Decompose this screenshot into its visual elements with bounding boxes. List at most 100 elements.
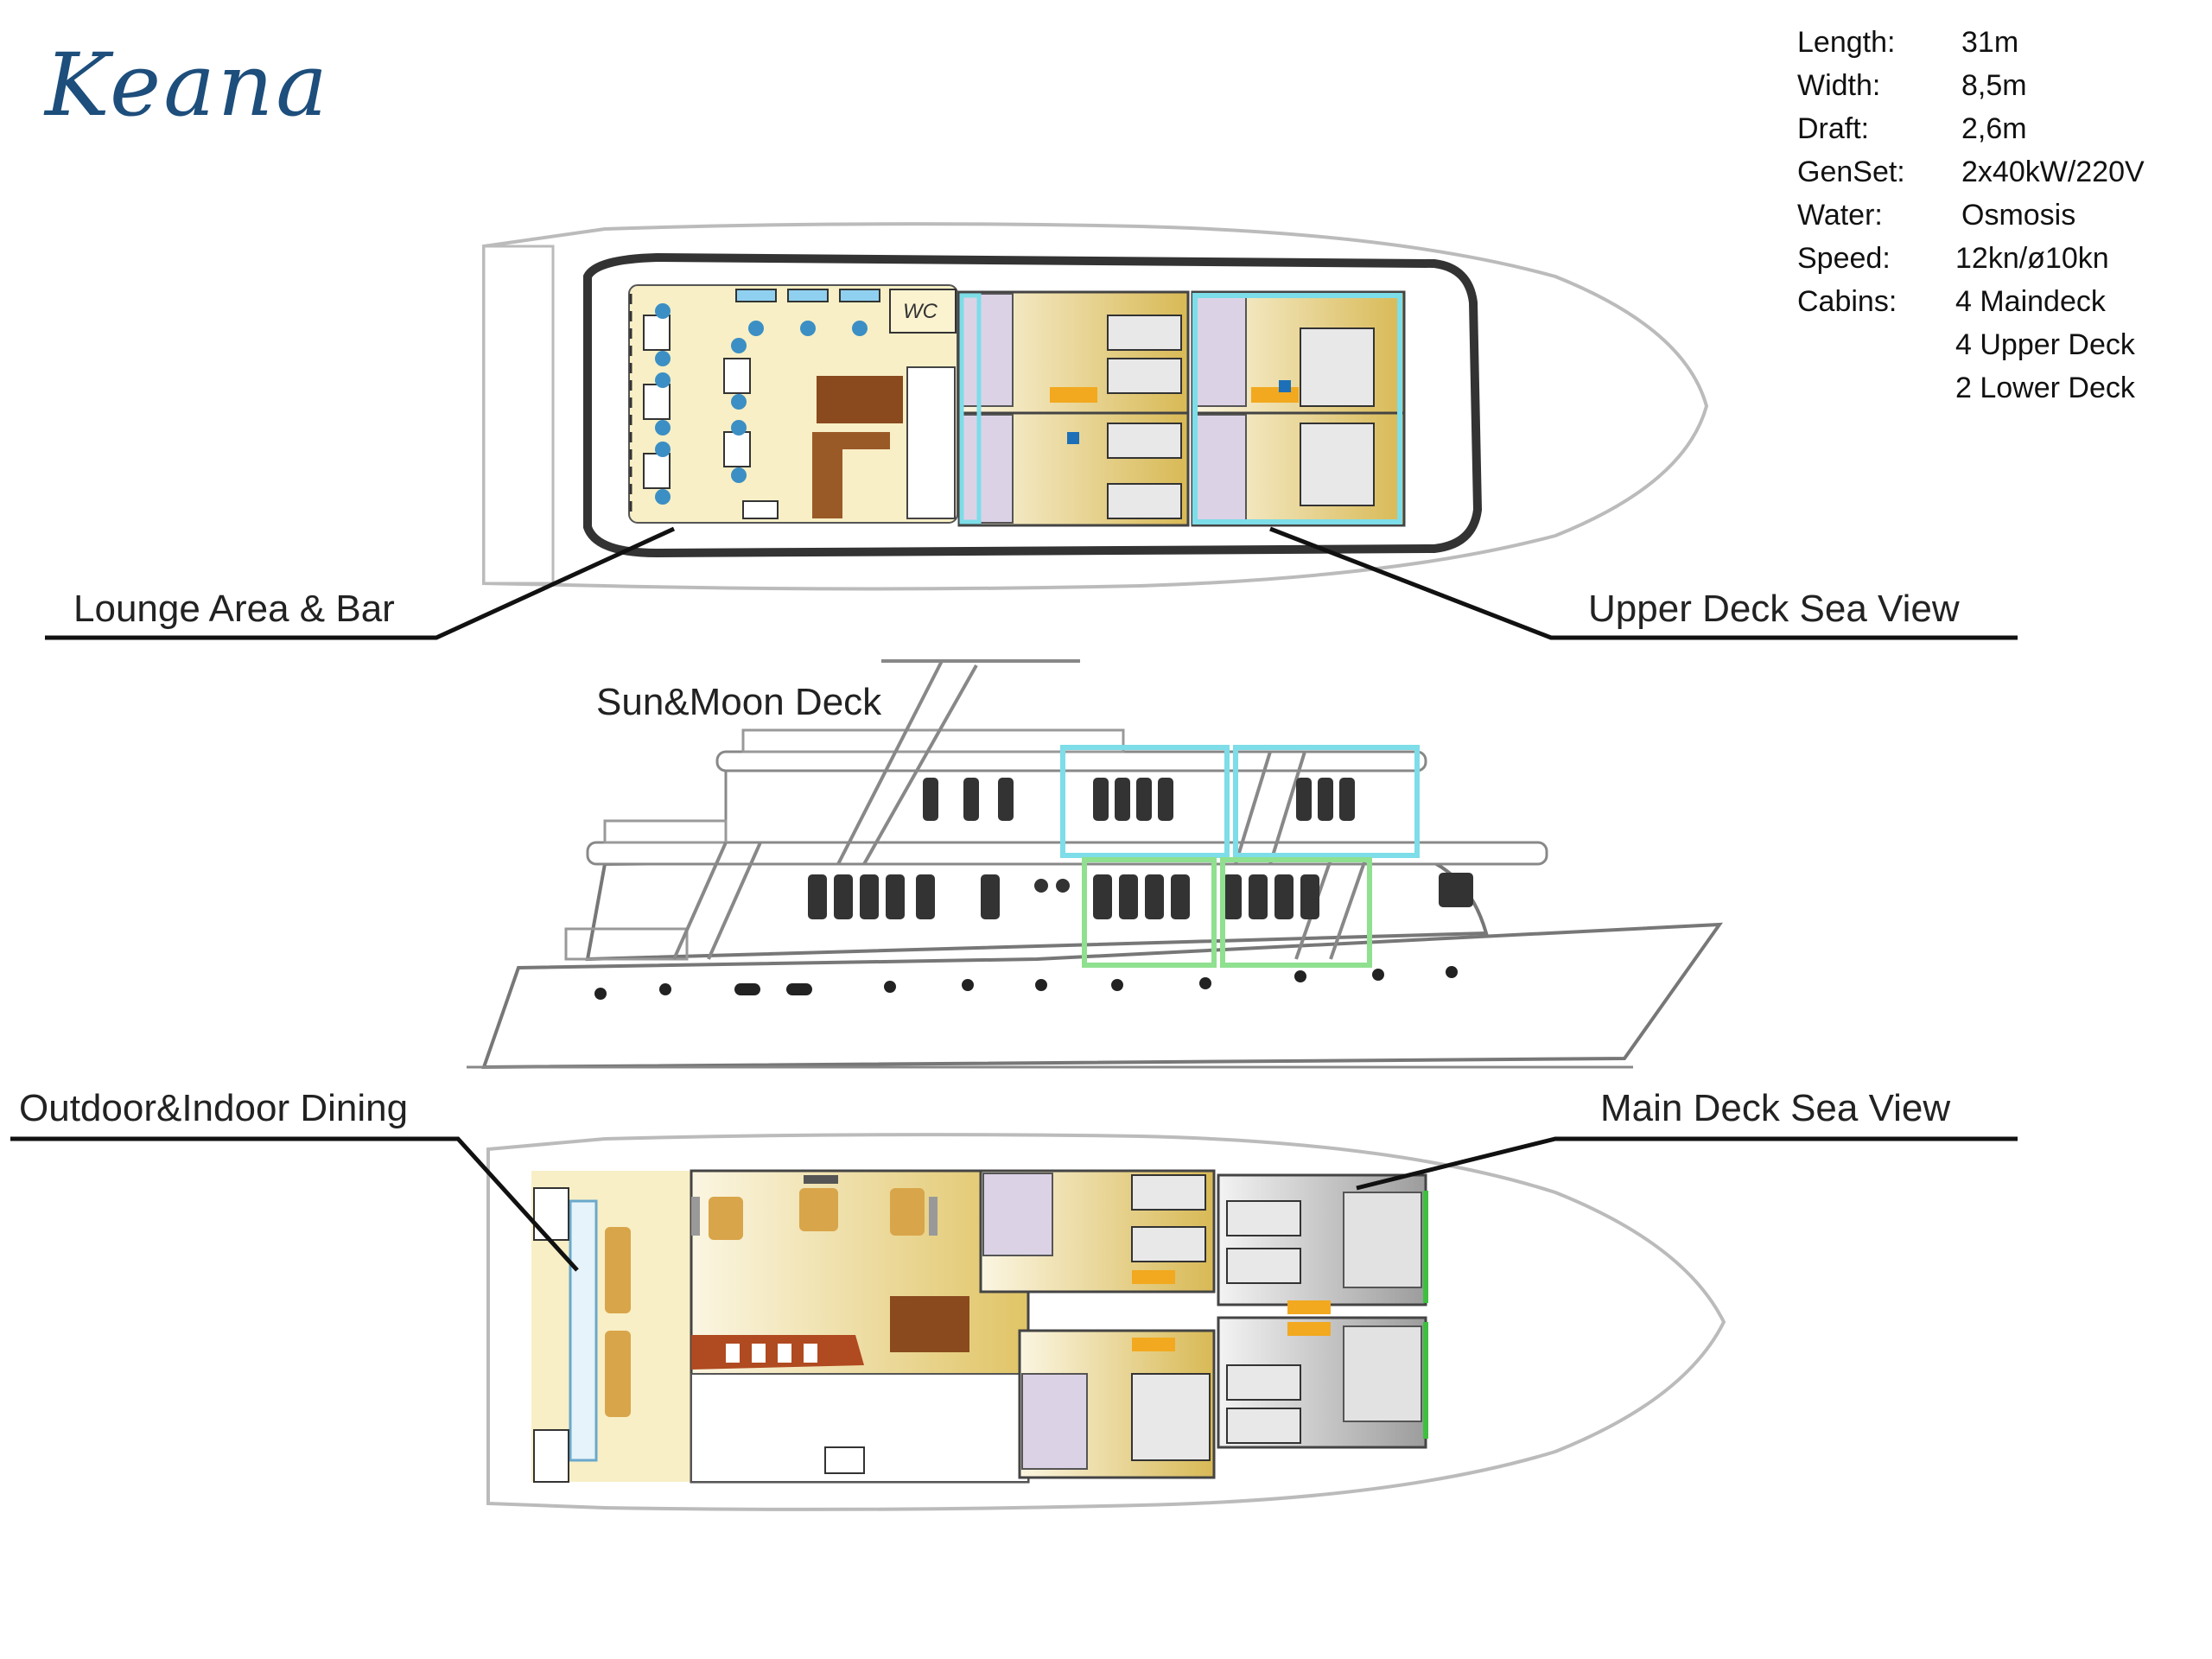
- porthole: [1199, 977, 1211, 989]
- window: [1115, 778, 1130, 821]
- spec-label: Draft:: [1797, 112, 1870, 145]
- main-stairs: [890, 1296, 969, 1352]
- porthole: [659, 983, 671, 995]
- spec-label: Width:: [1797, 69, 1881, 102]
- window: [1274, 874, 1294, 919]
- upper-cabins: [957, 290, 1406, 527]
- bed: [1107, 358, 1182, 394]
- aft-rail: [564, 927, 689, 961]
- window: [998, 778, 1014, 821]
- porthole: [786, 983, 812, 995]
- desk: [1287, 1300, 1331, 1314]
- upper-sea-view-highlight-aft: [959, 293, 982, 524]
- upper-sea-view-highlight: [1192, 293, 1402, 524]
- lounge-stairs: [817, 376, 903, 423]
- lounge-sofa: [839, 289, 880, 302]
- main-deck-windows: [808, 873, 1473, 919]
- upper-bathroom: [960, 414, 1014, 524]
- window: [1093, 874, 1112, 919]
- porthole-window: [1056, 879, 1070, 893]
- wc-room: [889, 289, 957, 334]
- dining-chair: [804, 1175, 838, 1184]
- upper-deck-cabin-house: [724, 767, 1419, 844]
- sofa-chair: [852, 321, 868, 336]
- upper-sea-view-highlight-side: [1233, 745, 1420, 858]
- lounge-chair: [655, 442, 671, 457]
- window: [808, 874, 827, 919]
- bar-stool: [752, 1344, 766, 1363]
- aft-stairs: [533, 1187, 569, 1241]
- lounge-table: [643, 315, 671, 351]
- hull-portholes: [594, 966, 1458, 1000]
- bar-counter: [812, 432, 890, 518]
- bed: [1107, 423, 1182, 459]
- upper-deck-sea-view-label: Upper Deck Sea View: [1588, 588, 1960, 630]
- lounge-chair: [731, 394, 747, 410]
- bed: [1131, 1174, 1206, 1211]
- bar-stool: [726, 1344, 740, 1363]
- window: [1296, 778, 1312, 821]
- spec-label: Length:: [1797, 26, 1896, 59]
- bar-cabinet: [906, 366, 956, 519]
- sofa-chair: [800, 321, 816, 336]
- desk: [1132, 1338, 1175, 1351]
- window: [916, 874, 935, 919]
- lounge-sofa: [735, 289, 777, 302]
- window: [923, 778, 938, 821]
- bar-stool: [804, 1344, 817, 1363]
- lounge-table-group: [643, 303, 751, 505]
- upper-sea-view-highlight-side: [1060, 745, 1230, 858]
- lounge-chair: [655, 489, 671, 505]
- desk: [1050, 387, 1097, 403]
- outdoor-table: [605, 1331, 631, 1417]
- lounge-chair: [655, 351, 671, 366]
- porthole: [962, 979, 974, 991]
- dining-table: [799, 1188, 838, 1231]
- mast: [836, 659, 1080, 865]
- lounge-chair: [731, 467, 747, 483]
- bed: [1300, 423, 1375, 506]
- bar-equipment: [742, 500, 779, 519]
- lounge-chair: [731, 420, 747, 435]
- upper-inner-deck-outline: [583, 252, 1483, 558]
- window: [1145, 874, 1164, 919]
- bar-stool: [778, 1344, 791, 1363]
- window: [963, 778, 979, 821]
- bed: [1226, 1408, 1301, 1444]
- bed: [1226, 1200, 1301, 1236]
- main-deck-plan: [486, 1133, 1726, 1511]
- lounge-table: [723, 431, 751, 467]
- main-bathroom: [982, 1173, 1053, 1256]
- main-sea-view-highlight-side: [1220, 857, 1372, 968]
- dining-table: [709, 1197, 743, 1240]
- window: [1339, 778, 1355, 821]
- lounge-sofas: [735, 289, 880, 336]
- spec-value: 2x40kW/220V: [1961, 156, 2145, 188]
- lounge-chair: [655, 303, 671, 319]
- dining-chair: [691, 1197, 700, 1236]
- main-sea-view-leader-line: [1356, 1136, 2018, 1191]
- main-sea-view-highlight-side: [1082, 857, 1217, 968]
- dining-table: [890, 1188, 925, 1236]
- bed: [1226, 1364, 1301, 1401]
- lounge-chair: [655, 420, 671, 435]
- porthole: [1035, 979, 1047, 991]
- upper-side-rail: [603, 819, 728, 844]
- main-bathroom: [1343, 1192, 1422, 1288]
- pillar: [1234, 751, 1306, 865]
- sun-deck-rail: [741, 728, 1125, 753]
- bed: [1300, 327, 1375, 407]
- desk: [1132, 1270, 1175, 1284]
- stool: [1067, 432, 1079, 444]
- porthole: [884, 981, 896, 993]
- window: [1119, 874, 1138, 919]
- spec-label: Speed:: [1797, 242, 1891, 275]
- window: [981, 874, 1000, 919]
- lounge-chair: [655, 372, 671, 388]
- stove: [824, 1446, 865, 1474]
- lounge-sofa: [787, 289, 829, 302]
- upper-sea-view-leader-line: [1269, 526, 2018, 640]
- upper-bathroom: [1193, 293, 1247, 407]
- upper-stern-platform: [482, 245, 555, 585]
